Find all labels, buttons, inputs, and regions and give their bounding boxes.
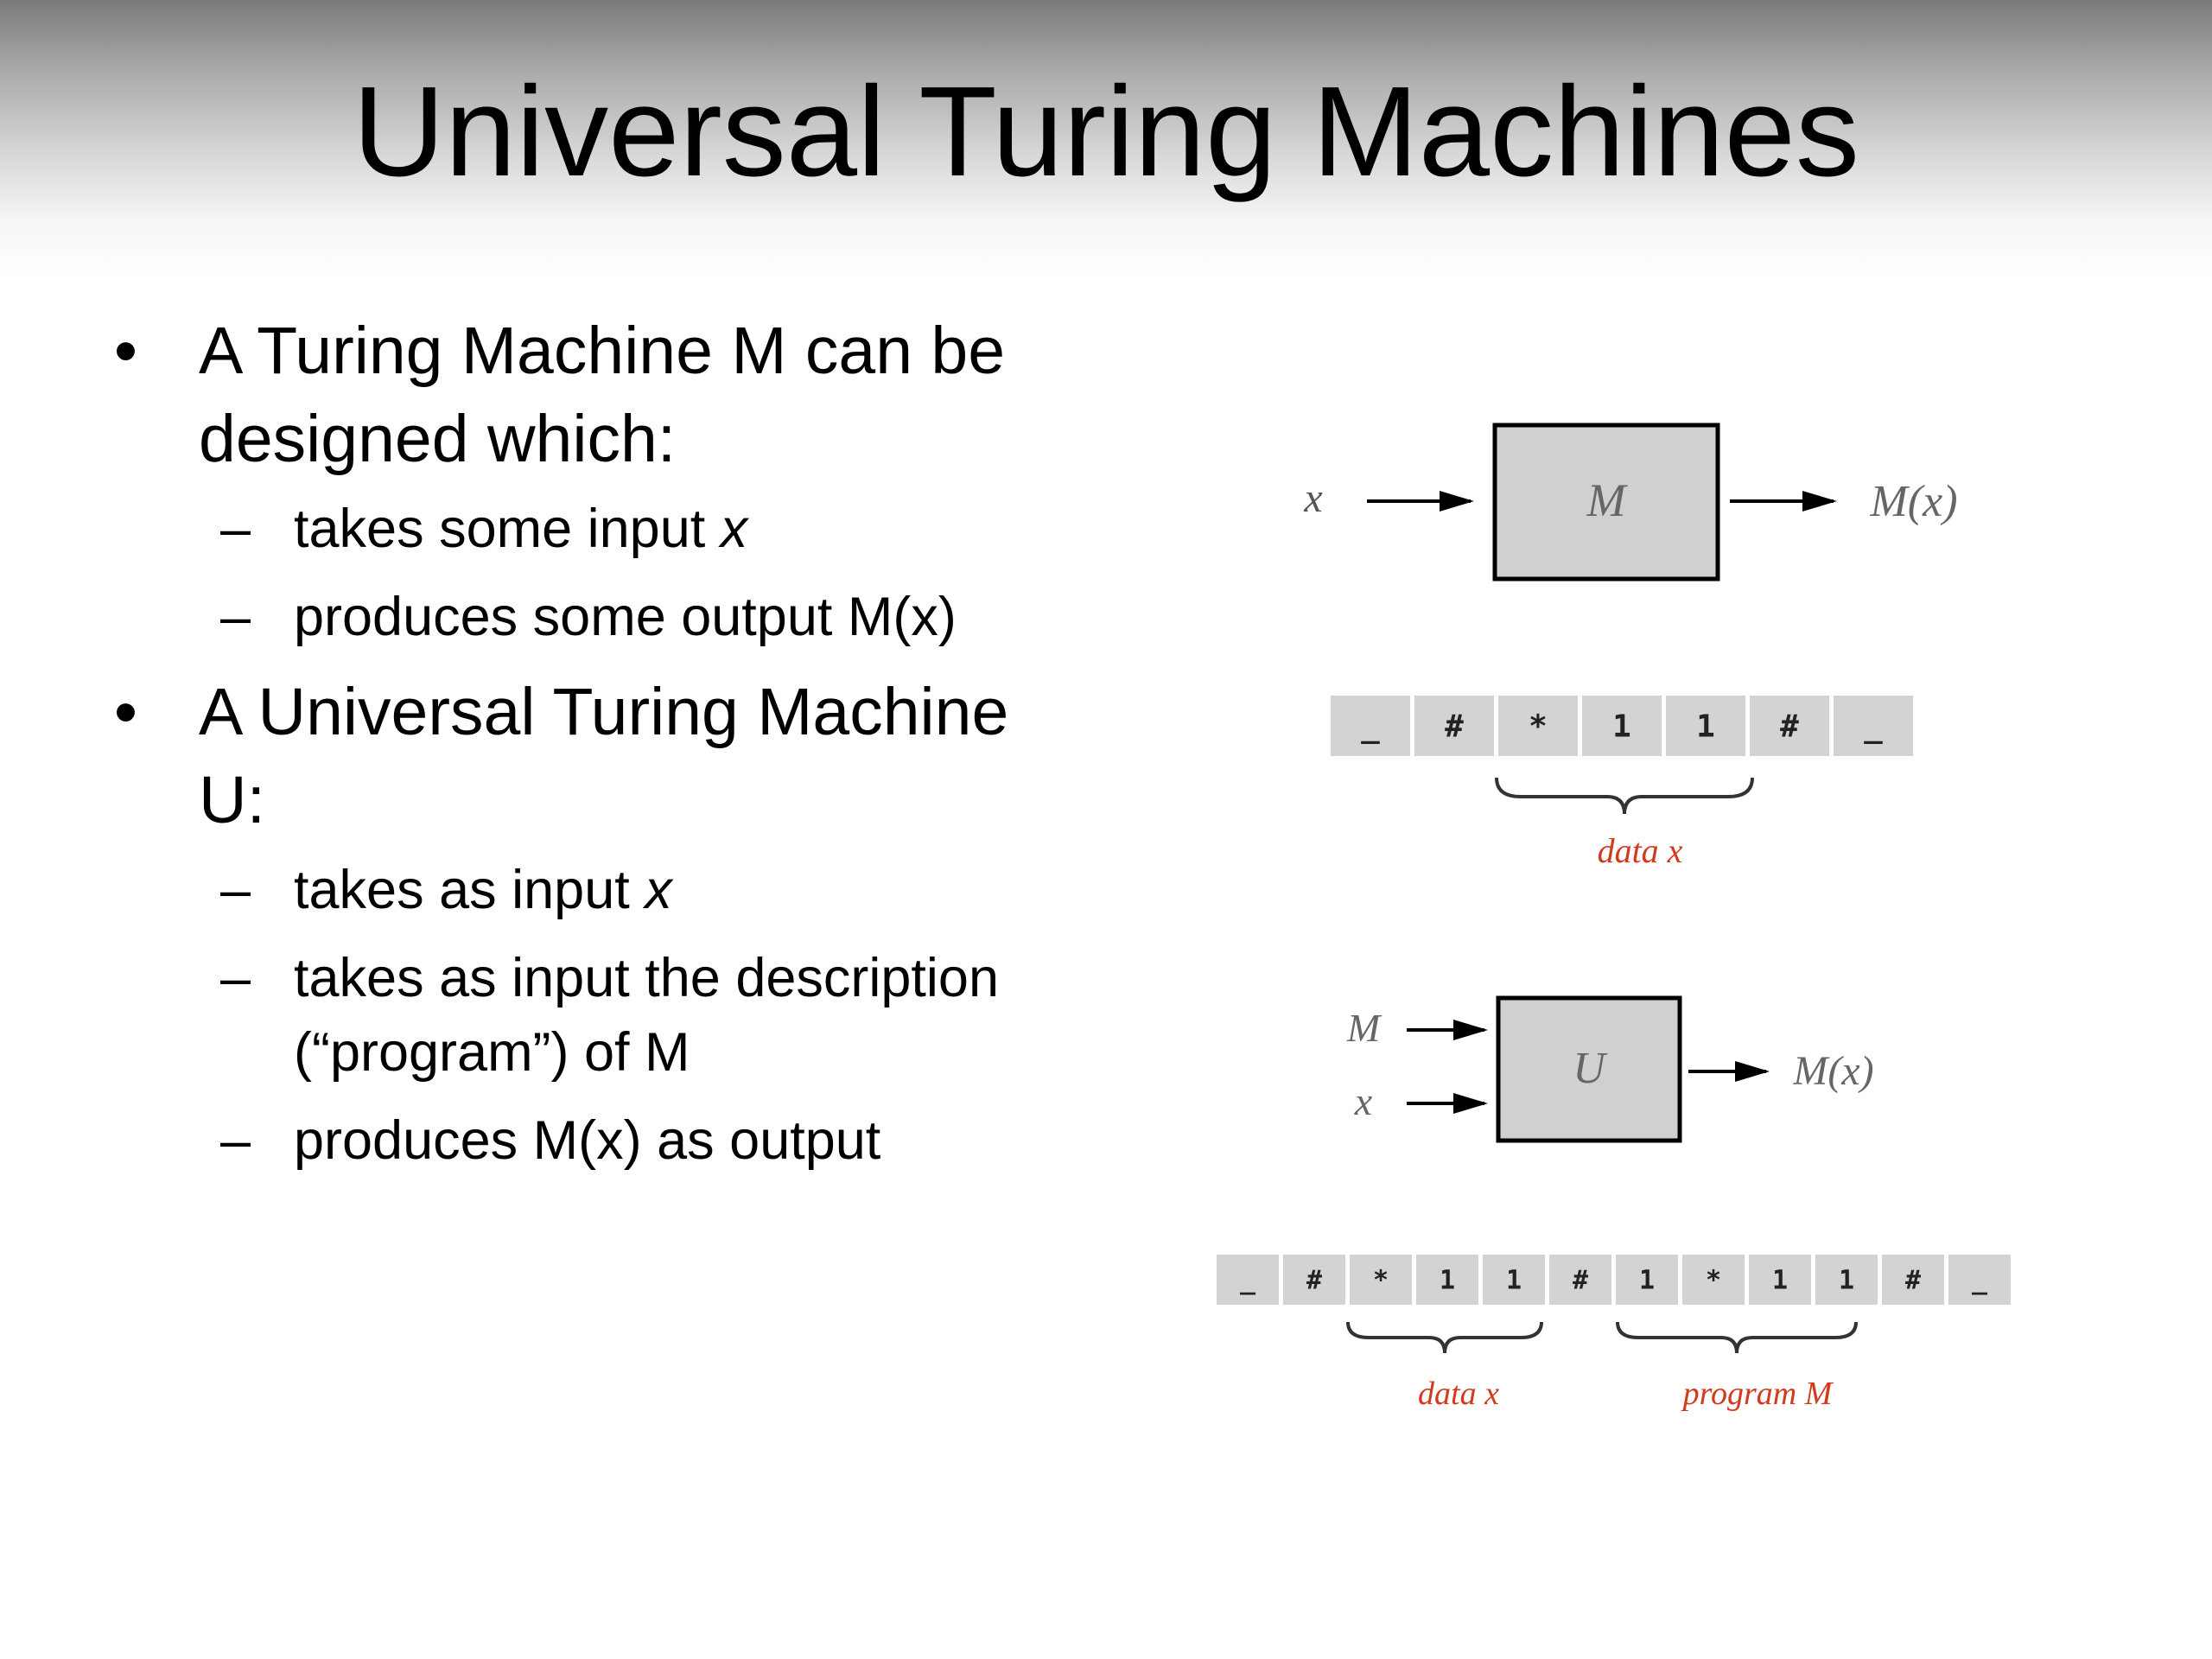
tape-2: _ # * 1 1 #1 * 1 1 # _ — [1217, 1255, 2011, 1305]
tape-cell — [1331, 696, 1410, 756]
sub-bullet-text: takes as input the description — [294, 948, 999, 1008]
tape-cell — [1750, 696, 1829, 756]
bullet-text-line: designed which: — [199, 402, 677, 476]
tape-symbol: 1 — [1839, 1266, 1854, 1296]
bullet-text-line: A Turing Machine M can be — [199, 314, 1006, 388]
tape-symbol: _ — [1240, 1266, 1256, 1296]
tape-cell — [1483, 1255, 1545, 1305]
machine-u-label: U — [1573, 1044, 1608, 1093]
bullet-item: • A Turing Machine M can be designed whi… — [104, 307, 1123, 483]
tape-symbol: _ — [1864, 709, 1883, 745]
tape-symbol: # — [1573, 1266, 1588, 1296]
dash-icon: – — [220, 1110, 251, 1171]
dash-icon: – — [220, 587, 251, 647]
tape-symbol: # — [1306, 1266, 1322, 1296]
tape-cell — [1749, 1255, 1811, 1305]
tape-cell — [1834, 696, 1913, 756]
tape-cell — [1498, 696, 1578, 756]
bullet-icon: • — [114, 675, 137, 749]
data-x-label: data x — [1598, 831, 1683, 870]
tape-cell — [1616, 1255, 1678, 1305]
machine-m-label: M — [1586, 474, 1629, 526]
tape-symbol: # — [1780, 709, 1799, 745]
tape-symbol: 1 — [1696, 709, 1715, 745]
bullet-icon: • — [114, 314, 137, 388]
program-m-brace: program M — [1616, 1321, 1858, 1412]
sub-bullet-list: – takes as input x – takes as input the … — [104, 853, 1123, 1178]
tape-cell — [1549, 1255, 1611, 1305]
dash-icon: – — [220, 948, 251, 1008]
machine-u-box — [1496, 995, 1682, 1143]
tape-symbol: 1 — [1639, 1266, 1655, 1296]
tape-cell — [1682, 1255, 1745, 1305]
tape-cell — [1666, 696, 1745, 756]
sub-bullet-item: – produces some output M(x) — [104, 580, 1123, 654]
tape-symbol: _ — [1361, 709, 1380, 745]
tape-cell — [1582, 696, 1662, 756]
tape-1: _ # * 1 1 # _ — [1331, 696, 1913, 756]
sub-bullet-text: produces some output M(x) — [294, 587, 957, 647]
sub-bullet-text: takes as input — [294, 860, 645, 920]
bullet-item: • A Universal Turing Machine U: — [104, 668, 1123, 844]
bullet-text-line: U: — [199, 763, 265, 837]
tape-symbol: # — [1445, 709, 1464, 745]
data-x-label: data x — [1418, 1376, 1499, 1412]
bullet-list: • A Turing Machine M can be designed whi… — [104, 307, 1123, 1192]
input-m-label: M — [1346, 1006, 1382, 1050]
sub-bullet-italic: x — [720, 499, 748, 559]
tape-symbol: * — [1529, 709, 1548, 745]
input-x-label: x — [1354, 1079, 1373, 1123]
tape-cell — [1350, 1255, 1412, 1305]
sub-bullet-text: (“program”) of M — [294, 1022, 690, 1083]
data-x-brace: data x — [1495, 777, 1754, 870]
tape-cell — [1882, 1255, 1944, 1305]
tape-symbol: 1 — [1506, 1266, 1522, 1296]
tape-symbol: # — [1905, 1266, 1921, 1296]
tape-symbol: 1 — [1612, 709, 1631, 745]
sub-bullet-item: – takes as input the description (“progr… — [104, 941, 1123, 1090]
dash-icon: – — [220, 499, 251, 559]
sub-bullet-item: – takes some input x — [104, 492, 1123, 566]
sub-bullet-item: – produces M(x) as output — [104, 1103, 1123, 1178]
tape-cell — [1414, 696, 1494, 756]
bullet-text-line: A Universal Turing Machine — [199, 675, 1009, 749]
slide-title: Universal Turing Machines — [353, 60, 1859, 203]
tape-symbol: * — [1373, 1266, 1389, 1296]
tape-symbol: 1 — [1440, 1266, 1455, 1296]
title-band — [0, 0, 2212, 276]
output-mx-label: M(x) — [1869, 477, 1957, 526]
tape-symbol: _ — [1972, 1266, 1988, 1296]
sub-bullet-list: – takes some input x – produces some out… — [104, 492, 1123, 654]
machine-u-diagram: M x U M(x) — [1346, 995, 1874, 1143]
tape-symbol: * — [1706, 1266, 1721, 1296]
machine-m-diagram: x M M(x) — [1303, 423, 1958, 582]
tape-cell — [1815, 1255, 1878, 1305]
sub-bullet-text: produces M(x) as output — [294, 1110, 881, 1171]
input-x-label: x — [1303, 475, 1322, 521]
machine-m-box — [1492, 423, 1720, 582]
tape-cell — [1217, 1255, 1279, 1305]
dash-icon: – — [220, 860, 251, 920]
tape-cell — [1948, 1255, 2011, 1305]
tape-cell — [1416, 1255, 1478, 1305]
tape-cell — [1283, 1255, 1345, 1305]
program-m-label: program M — [1681, 1376, 1834, 1412]
sub-bullet-text: takes some input — [294, 499, 721, 559]
sub-bullet-italic: x — [645, 860, 672, 920]
data-x-brace-2: data x — [1346, 1321, 1543, 1412]
output-mx-label: M(x) — [1792, 1048, 1873, 1094]
sub-bullet-item: – takes as input x — [104, 853, 1123, 927]
tape-symbol: 1 — [1772, 1266, 1788, 1296]
